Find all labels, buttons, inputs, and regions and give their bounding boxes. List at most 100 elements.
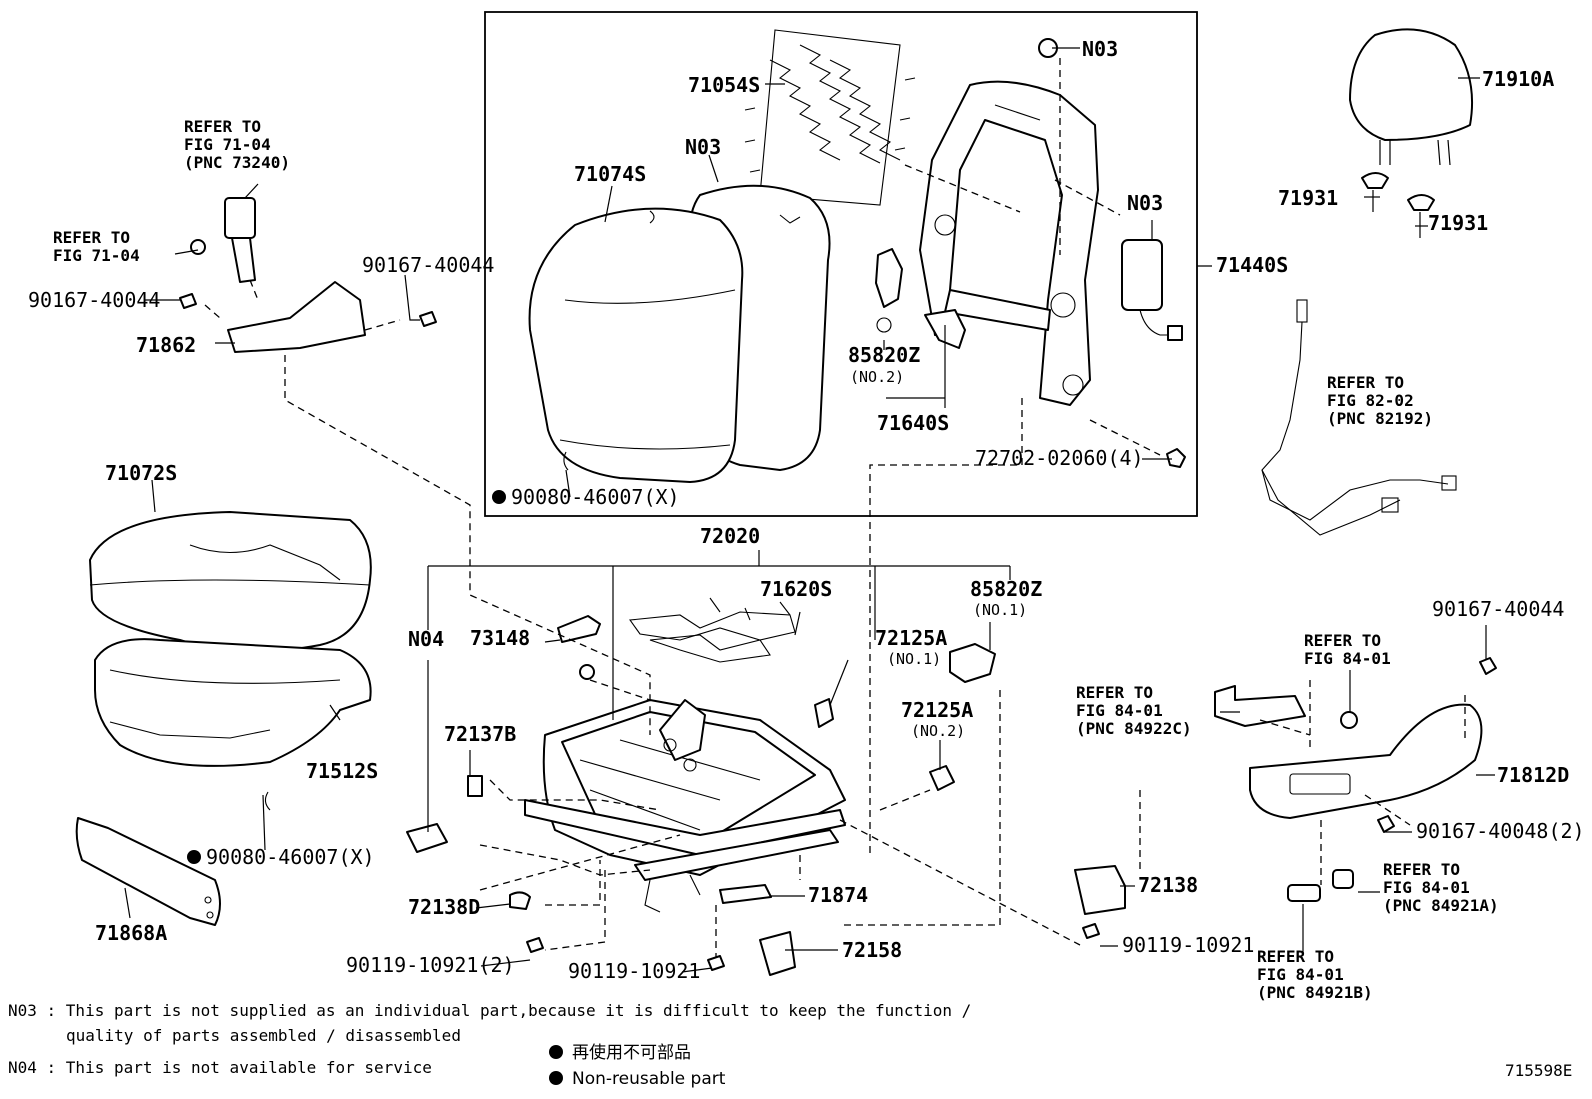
label-71640s: 71640S <box>877 411 949 435</box>
label-72125a-1-sub: (NO.1) <box>887 650 941 668</box>
bracket-shape-72138 <box>1074 865 1126 915</box>
refer-callout-r2: REFER TO FIG 71-04 <box>53 228 140 265</box>
refer-r3-line2: FIG 82-02 <box>1327 391 1414 410</box>
refer-callout-r7: REFER TO FIG 84-01 (PNC 84921B) <box>1257 947 1373 1002</box>
label-72020: 72020 <box>700 524 760 548</box>
seat-cushion-pad-shape <box>94 638 372 767</box>
label-n03-airbag: N03 <box>1127 191 1163 215</box>
legend-en: Non-reusable part <box>572 1069 726 1089</box>
motor-shape-85820z-1 <box>949 643 996 683</box>
label-72125a-2: 72125A <box>901 698 973 722</box>
refer-callout-r6: REFER TO FIG 84-01 (PNC 84921A) <box>1383 860 1499 915</box>
seatbelt-buckle-shape <box>224 197 256 283</box>
label-n03-pad: N03 <box>685 135 721 159</box>
switch-knob-shape-84921b <box>1287 884 1321 902</box>
label-71440s: 71440S <box>1216 253 1288 277</box>
refer-r1-line3: (PNC 73240) <box>184 153 290 172</box>
headrest-shape <box>1349 28 1474 238</box>
label-72138: 72138 <box>1138 873 1198 897</box>
clip-shape-72138d <box>509 891 531 910</box>
nonreusable-dot-b <box>187 850 201 864</box>
label-71072s: 71072S <box>105 461 177 485</box>
clip-shape-90080-b <box>264 791 271 811</box>
screw-shape-90167-c <box>1479 657 1497 675</box>
refer-r1-line1: REFER TO <box>184 117 261 136</box>
label-71512s: 71512S <box>306 759 378 783</box>
side-shield-shape <box>1249 703 1483 819</box>
refer-r1-line2: FIG 71-04 <box>184 135 271 154</box>
label-85820z-2: 85820Z <box>848 343 920 367</box>
label-90167-c: 90167-40044 <box>1432 597 1564 621</box>
seatback-cover-shape <box>528 184 831 483</box>
nonreusable-dot-a <box>492 490 506 504</box>
nut-shape-center <box>579 664 595 680</box>
refer-callout-r3: REFER TO FIG 82-02 (PNC 82192) <box>1327 373 1433 428</box>
cushion-spring-shape <box>629 597 796 663</box>
switch-shape-n04 <box>406 823 448 853</box>
bracket-shape-71862 <box>227 281 366 353</box>
side-airbag-shape <box>1121 239 1183 341</box>
label-90080-b: 90080-46007(X) <box>206 845 375 869</box>
clip-shape-72137b <box>467 775 483 797</box>
refer-r4-line2: FIG 84-01 <box>1304 649 1391 668</box>
clip-shape-72125a-2 <box>929 765 955 791</box>
legend-jp: 再使用不可部品 <box>572 1042 691 1063</box>
label-72702: 72702-02060(4) <box>975 446 1144 470</box>
seat-cushion-cover-shape <box>89 511 372 653</box>
label-71874: 71874 <box>808 883 868 907</box>
label-90119-b: 90119-10921 <box>568 959 700 983</box>
label-71931-a: 71931 <box>1278 186 1338 210</box>
wire-harness-shape <box>1261 299 1457 536</box>
figure-id: 715598E <box>1505 1061 1572 1080</box>
label-72158: 72158 <box>842 938 902 962</box>
seat-adjuster-shape <box>524 699 846 913</box>
note-n03-line2: quality of parts assembled / disassemble… <box>66 1026 461 1045</box>
label-85820z-1-sub: (NO.1) <box>973 601 1027 619</box>
refer-r5-line2: FIG 84-01 <box>1076 701 1163 720</box>
bolt-shape-72702 <box>1166 448 1186 468</box>
seatback-spring-shape <box>744 29 916 206</box>
label-72137b: 72137B <box>444 722 516 746</box>
label-85820z-1: 85820Z <box>970 577 1042 601</box>
label-90167-a: 90167-40044 <box>28 288 160 312</box>
label-90167-d: 90167-40048(2) <box>1416 819 1585 843</box>
refer-callout-r4: REFER TO FIG 84-01 <box>1304 631 1391 668</box>
label-85820z-2-sub: (NO.2) <box>850 368 904 386</box>
label-72138d: 72138D <box>408 895 480 919</box>
bracket-shape-71874 <box>719 884 772 904</box>
refer-r6-line2: FIG 84-01 <box>1383 878 1470 897</box>
label-71931-b: 71931 <box>1428 211 1488 235</box>
refer-r5-line1: REFER TO <box>1076 683 1153 702</box>
assembly-dashed-lines <box>204 58 1466 958</box>
refer-r2-line2: FIG 71-04 <box>53 246 140 265</box>
refer-callout-r5: REFER TO FIG 84-01 (PNC 84922C) <box>1076 683 1192 738</box>
clip-shape-90080-a <box>563 451 569 471</box>
bolt-shape-90167-b <box>419 311 437 327</box>
bolt-shape-90119-a <box>526 937 544 953</box>
refer-r6-line1: REFER TO <box>1383 860 1460 879</box>
label-73148: 73148 <box>470 626 530 650</box>
label-90167-b: 90167-40044 <box>362 253 494 277</box>
note-n03-line1: N03 : This part is not supplied as an in… <box>8 1001 971 1020</box>
screw-shape-90167-d <box>1377 815 1395 833</box>
legend-dot-en <box>549 1071 563 1085</box>
refer-r4-line1: REFER TO <box>1304 631 1381 650</box>
seatback-frame-shape <box>919 80 1099 406</box>
label-71812d: 71812D <box>1497 763 1569 787</box>
label-71054s: 71054S <box>688 73 760 97</box>
label-90119-c: 90119-10921 <box>1122 933 1254 957</box>
label-71862: 71862 <box>136 333 196 357</box>
label-90119-a: 90119-10921(2) <box>346 953 515 977</box>
front-trim-shape <box>75 817 221 926</box>
refer-r3-line3: (PNC 82192) <box>1327 409 1433 428</box>
label-72125a-1: 72125A <box>875 626 947 650</box>
bracket-shape-72158 <box>759 931 796 976</box>
refer-r3-line1: REFER TO <box>1327 373 1404 392</box>
clip-shape-72125a-1 <box>814 698 834 728</box>
screw-shape-r4 <box>1340 711 1358 729</box>
label-71620s: 71620S <box>760 577 832 601</box>
label-71074s: 71074S <box>574 162 646 186</box>
bolt-shape-90119-c <box>1082 923 1100 939</box>
refer-r7-line3: (PNC 84921B) <box>1257 983 1373 1002</box>
